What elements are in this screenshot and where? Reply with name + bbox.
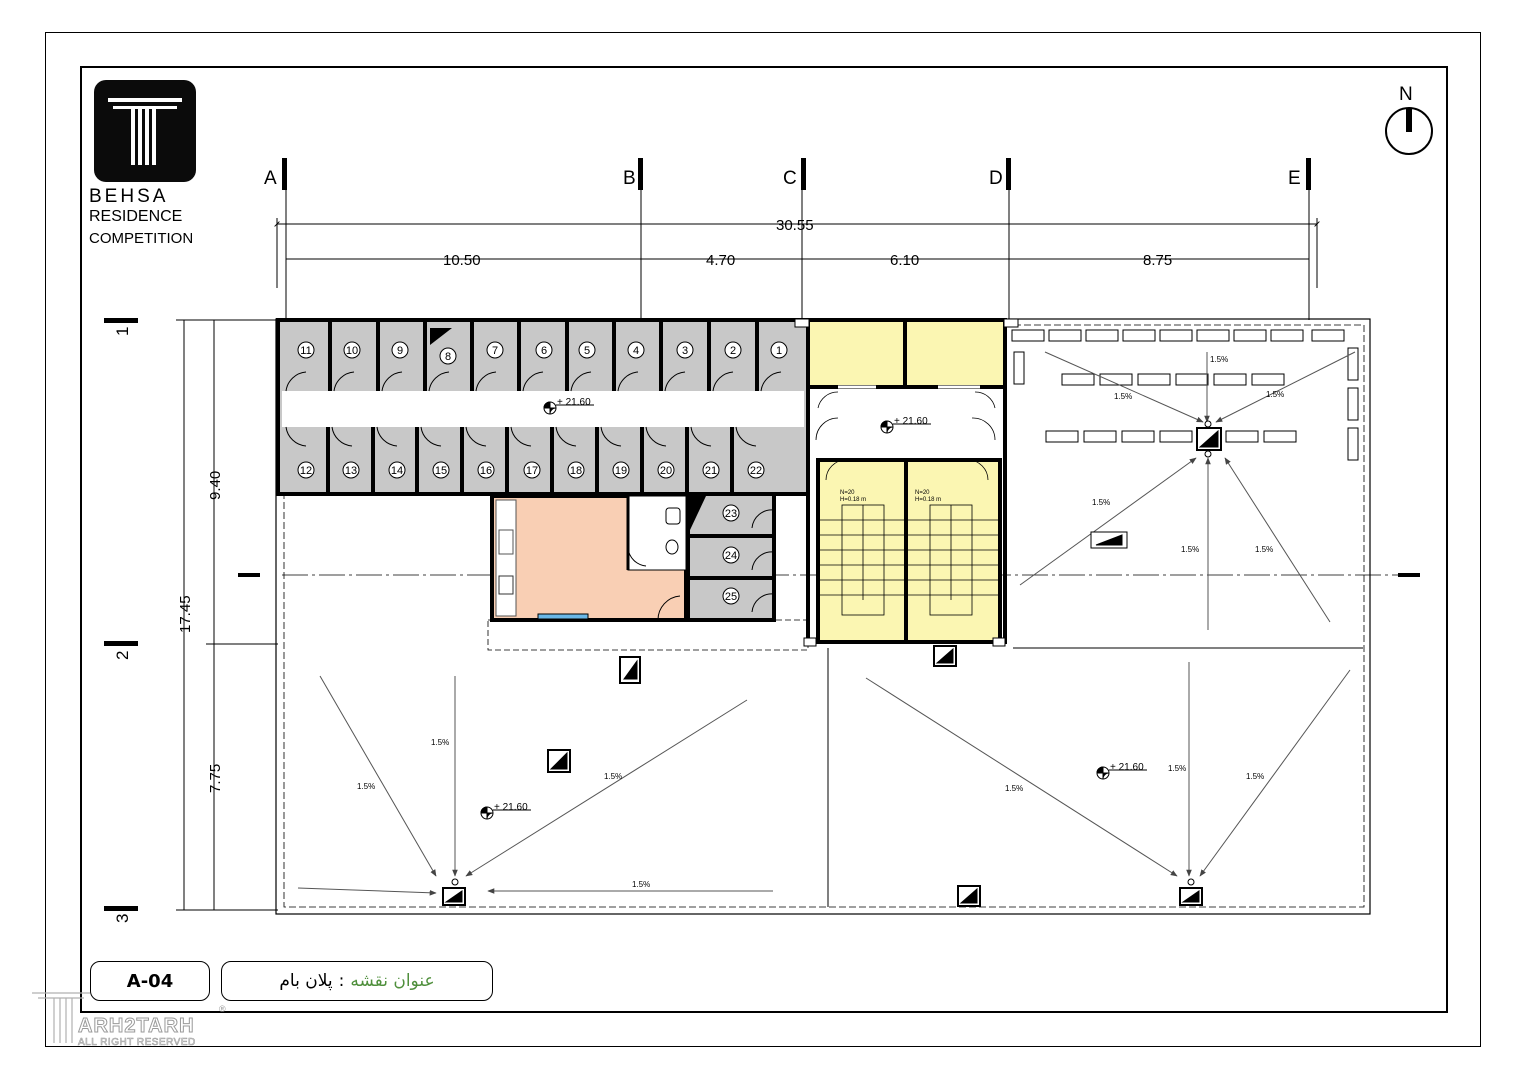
level-markers xyxy=(480,401,1147,820)
watermark-sub: ALL RIGHT RESERVED xyxy=(78,1037,196,1049)
room-numbers: 11 10 9 8 7 6 5 4 3 2 1 12 13 14 15 16 1… xyxy=(300,345,782,603)
cell-doors xyxy=(285,371,782,447)
room-number: 18 xyxy=(570,465,582,477)
watermark-name: ARH2TARH xyxy=(78,1015,195,1038)
room-number: 6 xyxy=(541,345,547,357)
row-grid-markers xyxy=(104,318,1420,911)
stair-count: N=20 xyxy=(915,490,930,496)
grid-label-3: 3 xyxy=(113,914,132,923)
stair-height: H=0.18 m xyxy=(915,497,941,503)
slope-label: 1.5% xyxy=(1246,772,1264,781)
level-labels: + 21.60 + 21.60 + 21.60 + 21.60 xyxy=(494,397,1144,813)
north-label: N xyxy=(1399,84,1413,105)
slope-label: 1.5% xyxy=(1210,355,1228,364)
grid-label-e: E xyxy=(1288,168,1301,189)
watermark-mark: ® xyxy=(219,1004,226,1014)
dim-span-ab: 10.50 xyxy=(443,252,481,269)
room-number: 7 xyxy=(492,345,498,357)
logo-icon xyxy=(94,80,196,182)
column-grid-markers xyxy=(282,158,1311,190)
room-number: 5 xyxy=(584,345,590,357)
room-number: 11 xyxy=(300,345,311,357)
room-number: 13 xyxy=(345,465,357,477)
sheet-number-badge: A-04 xyxy=(90,961,210,1001)
dim-overall-width: 30.55 xyxy=(776,217,814,234)
room-number: 1 xyxy=(776,345,782,357)
room-number: 15 xyxy=(435,465,447,477)
dim-span-de: 8.75 xyxy=(1143,252,1172,269)
room-number: 23 xyxy=(725,508,737,520)
roof-panels xyxy=(1011,329,1359,461)
slope-label: 1.5% xyxy=(1005,784,1023,793)
room-number: 19 xyxy=(615,465,627,477)
drawing-title-colon: : xyxy=(338,971,345,991)
stair-height: H=0.18 m xyxy=(840,497,866,503)
level-label: + 21.60 xyxy=(894,416,928,427)
room-number: 17 xyxy=(526,465,538,477)
logo-line-2: RESIDENCE xyxy=(89,208,183,225)
grid-label-2: 2 xyxy=(113,651,132,660)
dim-span-cd: 6.10 xyxy=(890,252,919,269)
room-number: 25 xyxy=(725,591,737,603)
slope-label: 1.5% xyxy=(1181,545,1199,554)
room-number: 8 xyxy=(445,351,451,363)
slope-label: 1.5% xyxy=(357,782,375,791)
room-number: 21 xyxy=(705,465,717,477)
north-arrow-icon xyxy=(1385,107,1433,155)
sheet-inner-border xyxy=(80,66,1448,1013)
slope-label: 1.5% xyxy=(1255,545,1273,554)
grid-label-d: D xyxy=(989,168,1003,189)
room-number: 9 xyxy=(397,345,403,357)
drawing-title-label: عنوان نقشه xyxy=(350,971,435,991)
room-number: 2 xyxy=(730,345,736,357)
dim-span-bc: 4.70 xyxy=(706,252,735,269)
grid-label-b: B xyxy=(623,168,636,189)
level-label: + 21.60 xyxy=(494,802,528,813)
stair-count: N=20 xyxy=(840,490,855,496)
dim-row-span-23: 7.75 xyxy=(207,764,224,793)
slope-label: 1.5% xyxy=(1114,392,1132,401)
room-number: 20 xyxy=(660,465,672,477)
slope-label: 1.5% xyxy=(1168,764,1186,773)
room-number: 10 xyxy=(346,345,358,357)
stair-core xyxy=(794,318,1019,647)
slope-label: 1.5% xyxy=(431,738,449,747)
grid-label-c: C xyxy=(783,168,797,189)
dimension-lines xyxy=(176,218,1320,911)
slope-labels: 1.5% 1.5% 1.5% 1.5% 1.5% 1.5% 1.5% 1.5% … xyxy=(357,355,1284,889)
watermark-logo-icon xyxy=(32,992,90,1043)
logo-line-1: BEHSA xyxy=(89,186,169,207)
dim-row-span-12: 9.40 xyxy=(207,471,224,500)
level-label: + 21.60 xyxy=(1110,762,1144,773)
logo-line-3: COMPETITION xyxy=(89,230,194,247)
room-number: 12 xyxy=(300,465,312,477)
drawing-title-box: عنوان نقشه : پلان بام xyxy=(221,961,493,1001)
level-label: + 21.60 xyxy=(557,397,591,408)
room-number: 3 xyxy=(682,345,688,357)
slope-label: 1.5% xyxy=(604,772,622,781)
sheet-outer-border xyxy=(45,32,1481,1047)
room-number: 16 xyxy=(480,465,492,477)
room-number: 14 xyxy=(391,465,403,477)
room-number: 24 xyxy=(725,550,737,562)
slope-label: 1.5% xyxy=(1092,498,1110,507)
kitchen-area xyxy=(487,494,809,651)
roof-drains xyxy=(442,420,1222,907)
slope-label: 1.5% xyxy=(632,880,650,889)
room-circles xyxy=(297,341,788,605)
slope-arrows xyxy=(297,351,1356,896)
grid-label-a: A xyxy=(264,168,277,189)
slope-label: 1.5% xyxy=(1266,390,1284,399)
drawing-title-value: پلان بام xyxy=(279,971,333,991)
sheet-number: A-04 xyxy=(126,970,174,992)
grid-label-1: 1 xyxy=(113,327,132,336)
dim-overall-depth: 17.45 xyxy=(177,595,194,633)
room-number: 22 xyxy=(750,465,762,477)
stair-notes: N=20 H=0.18 m N=20 H=0.18 m xyxy=(840,490,941,503)
room-number: 4 xyxy=(633,345,639,357)
